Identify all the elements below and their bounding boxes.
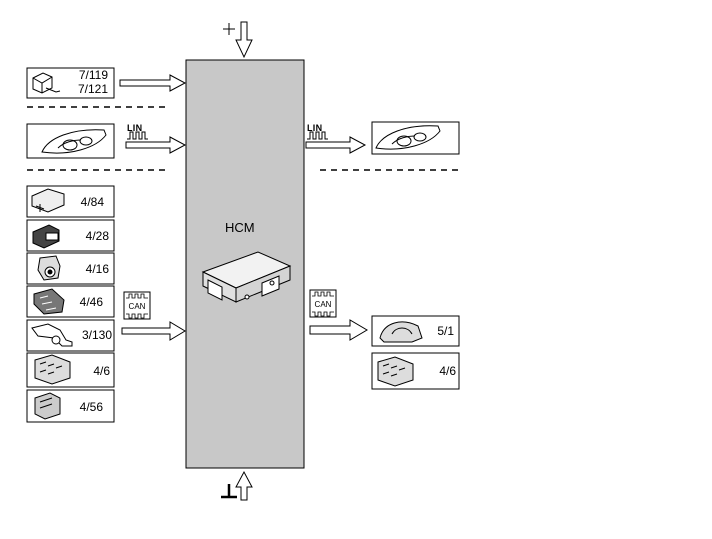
lin-pulse-icon xyxy=(127,131,148,140)
can-label-left: CAN xyxy=(128,302,146,311)
ground-arrow xyxy=(221,470,253,501)
module-box-4-84 xyxy=(26,185,115,218)
relay-icon xyxy=(32,72,61,94)
input-arrow-lin xyxy=(125,136,187,154)
can-symbol-right xyxy=(309,289,337,318)
connector-icon xyxy=(33,288,65,315)
input-label-7-121: 7/121 xyxy=(77,82,108,96)
module-unit-icon xyxy=(34,392,61,420)
input-label-7-119: 7/119 xyxy=(78,68,108,82)
can-label-right: CAN xyxy=(314,300,332,309)
output-module-label: 4/6 xyxy=(439,364,456,378)
headlamp-left-icon xyxy=(41,129,107,154)
switch-icon xyxy=(32,224,60,249)
lin-pulse-icon xyxy=(307,131,328,140)
sensor-icon xyxy=(37,255,61,281)
lin-label-right: LIN xyxy=(307,123,323,133)
control-unit-icon xyxy=(31,188,65,213)
steering-column-icon xyxy=(31,323,73,347)
module-label: 4/16 xyxy=(85,262,109,276)
module-label: 4/28 xyxy=(85,229,109,243)
module-label: 4/46 xyxy=(79,295,103,309)
input-arrow-can xyxy=(121,321,186,341)
can-symbol-left xyxy=(123,291,151,320)
module-label: 4/56 xyxy=(79,400,103,414)
module-label: 4/84 xyxy=(80,195,104,209)
output-module-label: 5/1 xyxy=(437,324,454,338)
headlamp-right-icon xyxy=(375,125,441,150)
fuse-box-right-icon xyxy=(377,356,414,387)
hcm-module-icon xyxy=(201,251,292,303)
output-arrow-lin xyxy=(305,136,367,154)
output-arrow-can xyxy=(309,319,368,341)
power-supply-arrow xyxy=(223,21,253,59)
input-arrow-relay xyxy=(119,74,187,92)
lin-label-left: LIN xyxy=(127,123,143,133)
hcm-label: HCM xyxy=(225,220,255,235)
fuse-box-icon xyxy=(34,354,71,385)
instrument-cluster-icon xyxy=(379,321,423,343)
module-label: 4/6 xyxy=(93,364,110,378)
module-label: 3/130 xyxy=(81,328,112,342)
